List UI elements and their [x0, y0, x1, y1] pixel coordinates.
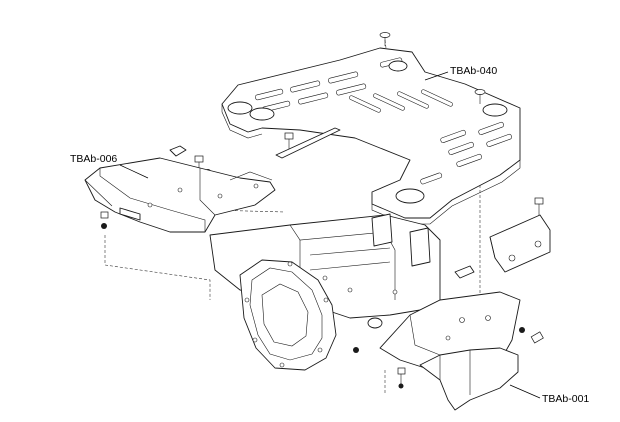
leader-right-bracket: [509, 384, 541, 399]
callout-floor-plate: TBAb-040: [450, 65, 497, 77]
bolt-left-bottom: [100, 211, 109, 229]
clip-right: [474, 89, 486, 104]
callout-right-bracket: TBAb-001: [542, 393, 589, 405]
right-cover-plate: [489, 214, 551, 273]
leader-lines: [119, 71, 541, 399]
strip-plate: [275, 127, 341, 159]
callout-left-bracket: TBAb-006: [70, 153, 117, 165]
clip-top: [379, 32, 391, 46]
leader-floor-plate: [424, 71, 449, 81]
transmission-housing: [239, 259, 383, 371]
floor-plate: [221, 47, 521, 225]
bolt-right-lower: [519, 327, 544, 344]
left-bracket: [84, 145, 276, 233]
bolt-bottom: [397, 367, 406, 389]
leader-left-bracket: [119, 164, 149, 179]
right-bracket: [379, 265, 521, 411]
floor-plate-pads: [227, 60, 508, 204]
